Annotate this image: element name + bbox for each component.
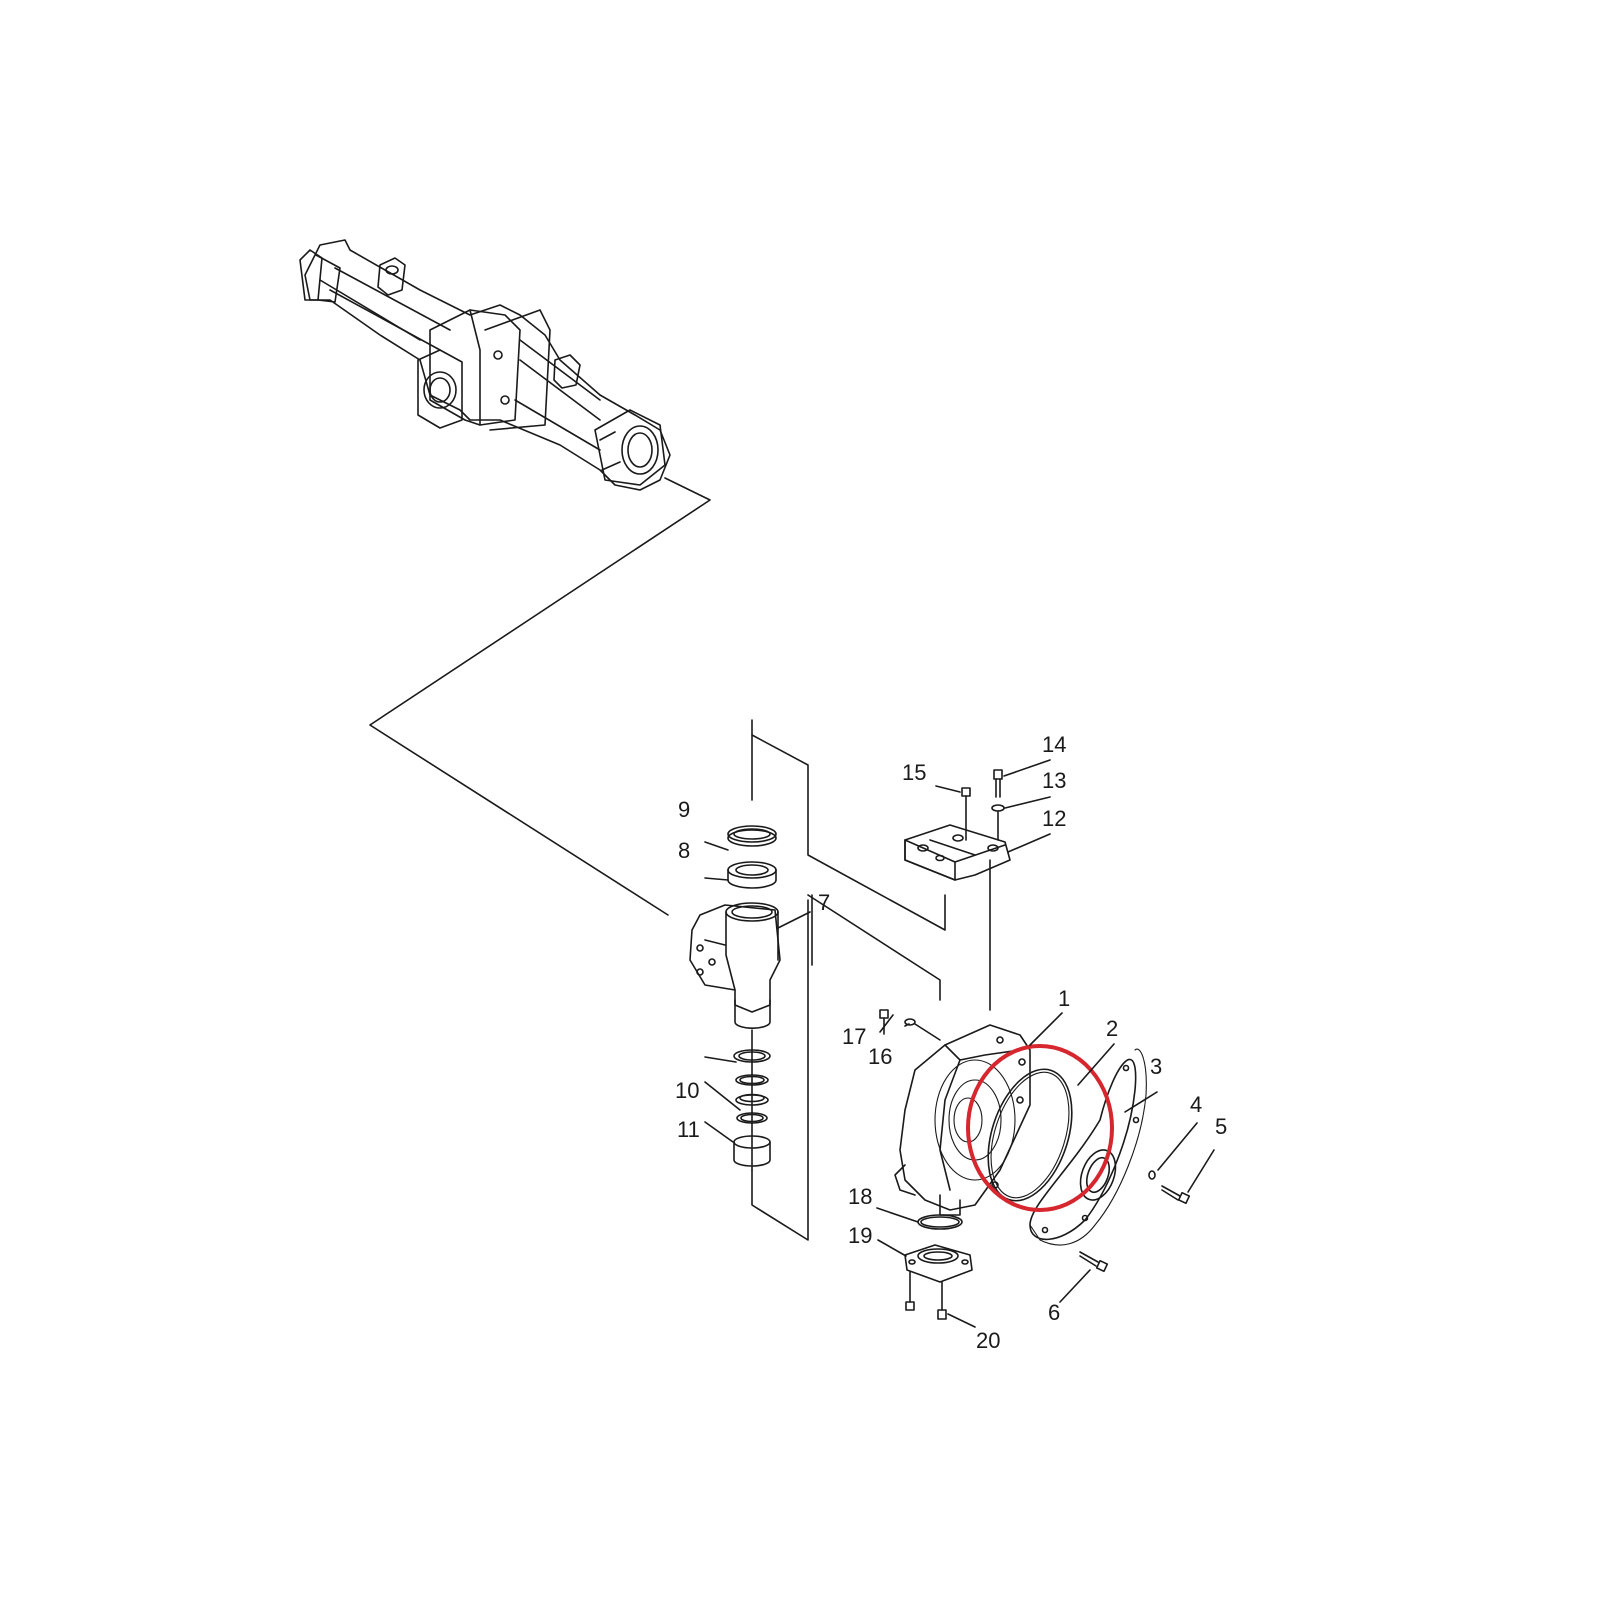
callout-11: 11 [677,1117,700,1142]
gasket-part-2 [987,1068,1073,1202]
bolt-part-14 [993,769,1003,798]
highlight-circle [966,1044,1114,1212]
callout-19: 19 [848,1223,872,1248]
callout-16: 16 [868,1044,892,1069]
bolt-part-5 [1161,1185,1191,1205]
callout-10: 10 [675,1078,699,1103]
callout-20: 20 [976,1328,1000,1353]
cover-part-3 [1029,1048,1147,1246]
leader-lines [704,759,1215,1328]
washer-part-16 [904,1018,941,1041]
bolt-part-6 [1079,1251,1109,1273]
callout-6: 6 [1048,1300,1060,1325]
callout-12: 12 [1042,806,1066,831]
bolt-part-15 [961,787,971,841]
knuckle-part-7 [689,902,781,1029]
callout-4: 4 [1190,1092,1202,1117]
plate-part-12 [904,824,1011,881]
callout-17: 17 [842,1024,866,1049]
callout-3: 3 [1150,1054,1162,1079]
callout-15: 15 [902,760,926,785]
bearing-part-8 [727,861,777,889]
callout-2: 2 [1106,1016,1118,1041]
callout-labels: 1 2 3 4 5 6 7 8 9 10 11 12 13 14 15 16 1… [675,732,1227,1353]
washer-part-13 [991,804,1005,841]
ring-part-9 [727,825,777,847]
callout-9: 9 [678,797,690,822]
callout-7: 7 [818,890,830,915]
callout-18: 18 [848,1184,872,1209]
flange-part-19 [904,1244,973,1283]
bushing-part-11 [733,1135,771,1167]
callout-1: 1 [1058,986,1070,1011]
washer-part-4 [1148,1170,1156,1180]
bolt-part-20 [937,1281,947,1320]
bolt-part-19-lower [905,1271,915,1311]
assembly-guide-lines [369,477,991,1241]
axle-housing-drawing [299,239,671,491]
callout-5: 5 [1215,1114,1227,1139]
callout-8: 8 [678,838,690,863]
callout-13: 13 [1042,768,1066,793]
callout-14: 14 [1042,732,1066,757]
seal-stack-part-10 [733,1049,771,1124]
o-ring-part-18 [917,1214,963,1230]
